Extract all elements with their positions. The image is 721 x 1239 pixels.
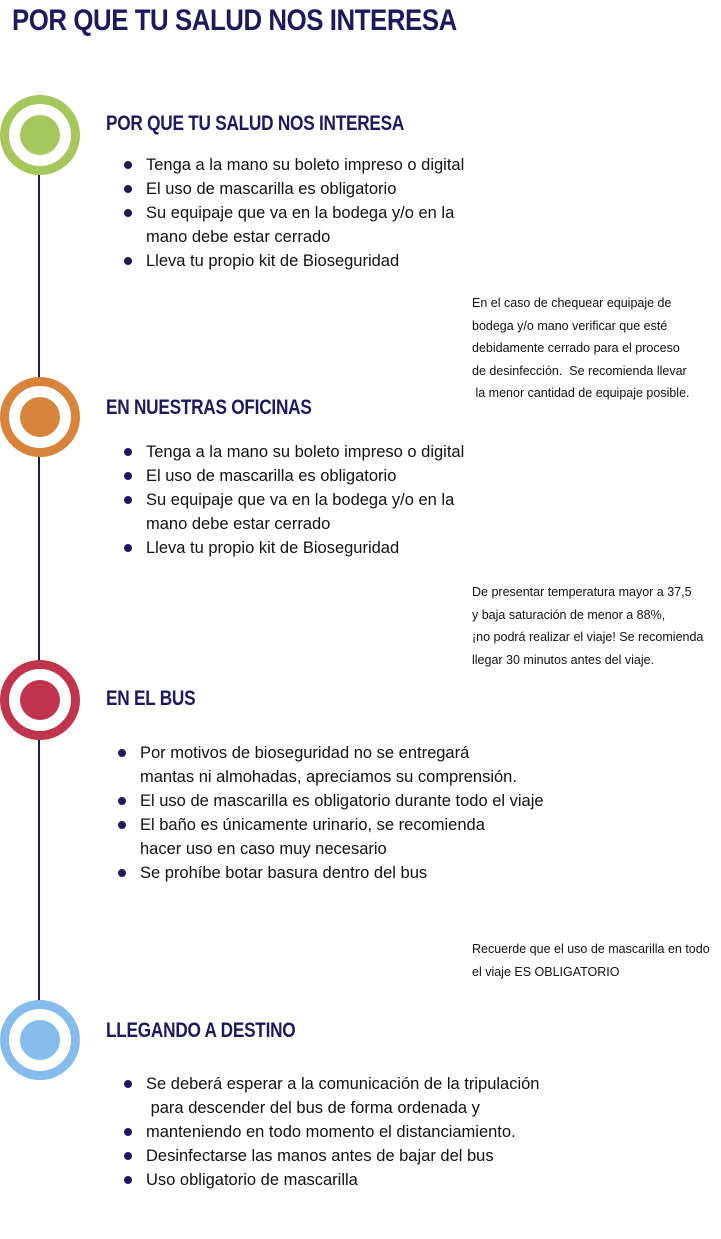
bullet-item: Su equipaje que va en la bodega y/o en l… (122, 201, 464, 249)
bullet-text: Tenga a la mano su boleto impreso o digi… (146, 443, 465, 461)
bullet-dot-icon (124, 161, 132, 169)
section-4-ring (0, 1000, 80, 1080)
bullet-item: El uso de mascarilla es obligatorio (122, 177, 464, 201)
bullet-item: Se prohíbe botar basura dentro del bus (116, 861, 544, 885)
bullet-dot-icon (124, 257, 132, 265)
section-1-note: En el caso de chequear equipaje de bodeg… (472, 296, 690, 400)
bullet-text: Se deberá esperar a la comunicación de l… (146, 1075, 540, 1117)
bullet-dot-icon (124, 448, 132, 456)
bullet-item: Tenga a la mano su boleto impreso o digi… (122, 440, 464, 464)
bullet-text: El uso de mascarilla es obligatorio (146, 467, 397, 485)
bullet-item: manteniendo en todo momento el distancia… (122, 1120, 540, 1144)
green-circle-icon (20, 115, 60, 155)
bullet-text: El baño es únicamente urinario, se recom… (140, 816, 485, 858)
bullet-item: Tenga a la mano su boleto impreso o digi… (122, 153, 464, 177)
bullet-item: El baño es únicamente urinario, se recom… (116, 813, 544, 861)
section-3-bullet-list: Por motivos de bioseguridad no se entreg… (116, 741, 544, 885)
section-2-bullet-list: Tenga a la mano su boleto impreso o digi… (122, 440, 464, 560)
page-title: POR QUE TU SALUD NOS INTERESA (12, 4, 457, 37)
bullet-text: Lleva tu propio kit de Bioseguridad (146, 252, 400, 270)
bullet-text: Su equipaje que va en la bodega y/o en l… (146, 491, 455, 533)
section-2-heading: EN NUESTRAS OFICINAS (106, 396, 312, 419)
bullet-item: Desinfectarse las manos antes de bajar d… (122, 1144, 540, 1168)
bullet-dot-icon (124, 1152, 132, 1160)
bullet-text: Por motivos de bioseguridad no se entreg… (140, 744, 517, 786)
bullet-text: manteniendo en todo momento el distancia… (146, 1123, 516, 1141)
bullet-item: Uso obligatorio de mascarilla (122, 1168, 540, 1192)
bullet-dot-icon (124, 472, 132, 480)
section-4-heading: LLEGANDO A DESTINO (106, 1019, 296, 1042)
bullet-dot-icon (124, 209, 132, 217)
blue-circle-icon (20, 1020, 60, 1060)
section-2-note: De presentar temperatura mayor a 37,5 y … (472, 585, 704, 667)
bullet-text: Lleva tu propio kit de Bioseguridad (146, 539, 400, 557)
section-1-ring (0, 95, 80, 175)
section-3-ring (0, 660, 80, 740)
bullet-text: El uso de mascarilla es obligatorio (146, 180, 397, 198)
bullet-item: Lleva tu propio kit de Bioseguridad (122, 249, 464, 273)
timeline-line (38, 135, 40, 1040)
bullet-item: Por motivos de bioseguridad no se entreg… (116, 741, 544, 789)
red-circle-icon (20, 680, 60, 720)
bullet-item: Su equipaje que va en la bodega y/o en l… (122, 488, 464, 536)
bullet-dot-icon (124, 544, 132, 552)
bullet-dot-icon (118, 749, 126, 757)
bullet-dot-icon (124, 496, 132, 504)
bullet-dot-icon (124, 185, 132, 193)
bullet-text: El uso de mascarilla es obligatorio dura… (140, 792, 544, 810)
bullet-text: Su equipaje que va en la bodega y/o en l… (146, 204, 455, 246)
bullet-dot-icon (118, 797, 126, 805)
bullet-text: Desinfectarse las manos antes de bajar d… (146, 1147, 494, 1165)
bullet-item: El uso de mascarilla es obligatorio dura… (116, 789, 544, 813)
section-4-bullet-list: Se deberá esperar a la comunicación de l… (122, 1072, 540, 1192)
bullet-text: Se prohíbe botar basura dentro del bus (140, 864, 428, 882)
bullet-text: Uso obligatorio de mascarilla (146, 1171, 358, 1189)
section-2-ring (0, 377, 80, 457)
bullet-item: Lleva tu propio kit de Bioseguridad (122, 536, 464, 560)
section-1-bullet-list: Tenga a la mano su boleto impreso o digi… (122, 153, 464, 273)
bullet-item: El uso de mascarilla es obligatorio (122, 464, 464, 488)
bullet-item: Se deberá esperar a la comunicación de l… (122, 1072, 540, 1120)
section-3-heading: EN EL BUS (106, 687, 196, 710)
bullet-dot-icon (124, 1128, 132, 1136)
bullet-dot-icon (118, 869, 126, 877)
bullet-dot-icon (124, 1080, 132, 1088)
bullet-dot-icon (118, 821, 126, 829)
bullet-dot-icon (124, 1176, 132, 1184)
section-3-note: Recuerde que el uso de mascarilla en tod… (472, 942, 710, 979)
bullet-text: Tenga a la mano su boleto impreso o digi… (146, 156, 465, 174)
section-1-heading: POR QUE TU SALUD NOS INTERESA (106, 112, 405, 135)
orange-circle-icon (20, 397, 60, 437)
